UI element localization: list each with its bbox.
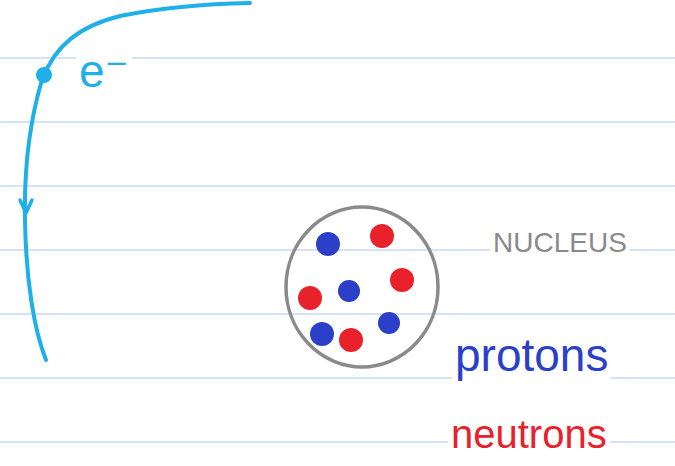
ruled-line <box>0 185 675 186</box>
proton-dot <box>310 322 334 346</box>
nucleus-outline <box>286 207 438 367</box>
neutron-label: neutrons <box>448 412 610 456</box>
proton-dot <box>338 280 360 302</box>
ruled-lines <box>0 58 675 442</box>
neutron-dots <box>298 224 414 352</box>
electron-label: e⁻ <box>76 46 132 97</box>
ruled-line <box>0 121 675 122</box>
electron-dot <box>36 67 52 83</box>
neutron-dot <box>339 328 363 352</box>
nucleus-label: NUCLEUS <box>490 228 630 259</box>
proton-label: protons <box>452 330 611 381</box>
orbit-arrow <box>20 200 32 213</box>
proton-dot <box>316 232 340 256</box>
electron-orbit <box>25 3 250 360</box>
ruled-line <box>0 313 675 314</box>
neutron-dot <box>370 224 394 248</box>
neutron-dot <box>298 286 322 310</box>
neutron-dot <box>390 268 414 292</box>
proton-dot <box>378 312 400 334</box>
